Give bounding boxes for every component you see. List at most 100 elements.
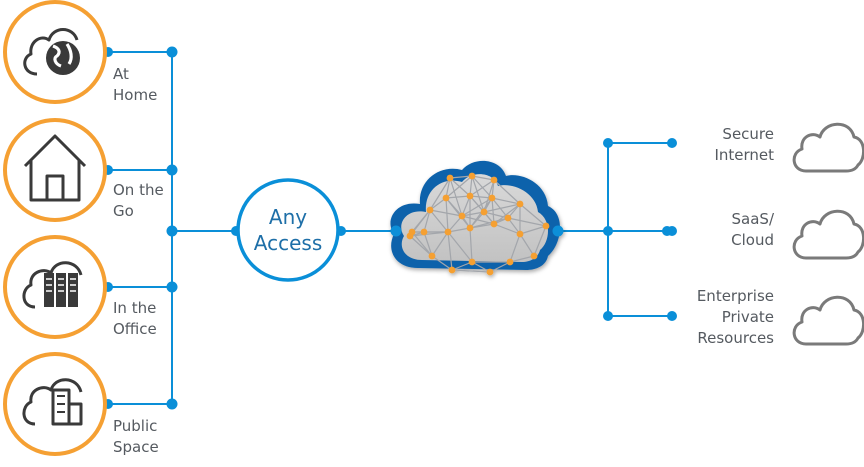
mesh-link (519, 233, 535, 257)
mesh-cloud (390, 160, 564, 276)
building-short (67, 402, 83, 426)
mesh-node (442, 194, 450, 202)
mesh-node (420, 228, 428, 236)
mesh-node (468, 172, 476, 180)
mesh-link (471, 175, 493, 199)
connector-dot (667, 138, 677, 148)
mesh-link (429, 209, 463, 217)
mesh-link (519, 203, 547, 227)
cloud-server-icon (22, 261, 83, 309)
mesh-link (431, 255, 453, 271)
cloud-outline-icon (792, 295, 864, 346)
mesh-node (506, 258, 514, 266)
mesh-node (466, 192, 474, 200)
mesh-link (409, 231, 449, 237)
connector-dot (166, 164, 178, 176)
source-node (3, 0, 107, 104)
connector-dot (166, 46, 178, 58)
mesh-link (471, 175, 485, 213)
mesh-link (429, 177, 451, 211)
mesh-link (449, 177, 471, 197)
mesh-link (461, 195, 471, 217)
connector-dot (667, 311, 677, 321)
source-label-home: At Home (113, 65, 158, 104)
mesh-node (444, 228, 452, 236)
mesh-node (428, 252, 436, 260)
mesh-link (507, 217, 547, 227)
mesh-link (471, 175, 495, 181)
mesh-link (445, 175, 473, 199)
right-connectors (603, 138, 677, 321)
mesh-link (491, 197, 521, 205)
cloud-outline (22, 378, 83, 426)
cloud-outline-icon (792, 209, 864, 260)
connector-dot (390, 225, 402, 237)
mesh-node (542, 222, 550, 230)
mesh-node (468, 258, 476, 266)
mesh-link (445, 195, 471, 199)
mesh-link (493, 223, 521, 235)
mesh-link (447, 231, 453, 271)
mesh-link (493, 179, 521, 205)
mesh-link (469, 195, 493, 199)
server-rack (44, 273, 54, 307)
mesh-node (490, 220, 498, 228)
mesh-link (431, 231, 449, 257)
source-label-go: On the Go (113, 181, 164, 220)
mesh-link (449, 175, 473, 179)
mesh-link (461, 215, 495, 225)
mesh-link (409, 235, 433, 257)
mesh-link (461, 197, 493, 217)
mesh-node (480, 208, 488, 216)
source-label-public: Public Space (113, 417, 159, 456)
connector-dot (166, 281, 178, 293)
mesh-link (509, 255, 535, 263)
mesh-node (516, 230, 524, 238)
destination-clouds (792, 122, 864, 346)
mesh-link (423, 209, 431, 233)
globe-continents (52, 43, 73, 68)
cloud-outline-icon (792, 122, 864, 173)
mesh-link (447, 227, 471, 233)
source-circles (3, 0, 107, 456)
connector-dot (166, 398, 178, 410)
mesh-link (533, 225, 547, 257)
mesh-link (483, 211, 509, 219)
cloud-outline (23, 28, 79, 76)
mesh-link (451, 261, 473, 271)
mesh-link (447, 215, 463, 233)
connector-dot (552, 225, 564, 237)
mesh-link (445, 197, 449, 233)
mesh-network (390, 172, 564, 276)
connector-dot (603, 138, 613, 148)
source-node (3, 352, 107, 456)
connector-dot (166, 225, 178, 237)
connector-dot (603, 311, 613, 321)
connector-dot (662, 226, 672, 236)
source-node (3, 118, 107, 222)
mesh-node (466, 224, 474, 232)
mesh-link (509, 233, 521, 263)
cloud-outline (22, 261, 83, 309)
mesh-node (406, 232, 414, 240)
mesh-node (516, 200, 524, 208)
mesh-node (488, 194, 496, 202)
mesh-node (426, 206, 434, 214)
source-circle (3, 235, 107, 339)
source-node (3, 235, 107, 339)
cloud-building-icon (22, 378, 83, 426)
any-access-label: Any Access (253, 205, 323, 255)
dest-label-saas: SaaS/ Cloud (731, 210, 774, 249)
mesh-link (469, 195, 485, 213)
dest-label-enterprise: Enterprise Private Resources (696, 287, 774, 347)
mesh-link (519, 225, 547, 235)
any-access-circle (236, 178, 340, 282)
source-label-office: In the Office (113, 299, 157, 338)
mesh-node (486, 268, 494, 276)
mesh-link (423, 231, 433, 257)
mesh-link (469, 179, 495, 197)
mesh-link (491, 197, 495, 225)
connector-dot (603, 226, 613, 236)
mesh-link (451, 269, 491, 273)
mesh-link (489, 261, 511, 273)
